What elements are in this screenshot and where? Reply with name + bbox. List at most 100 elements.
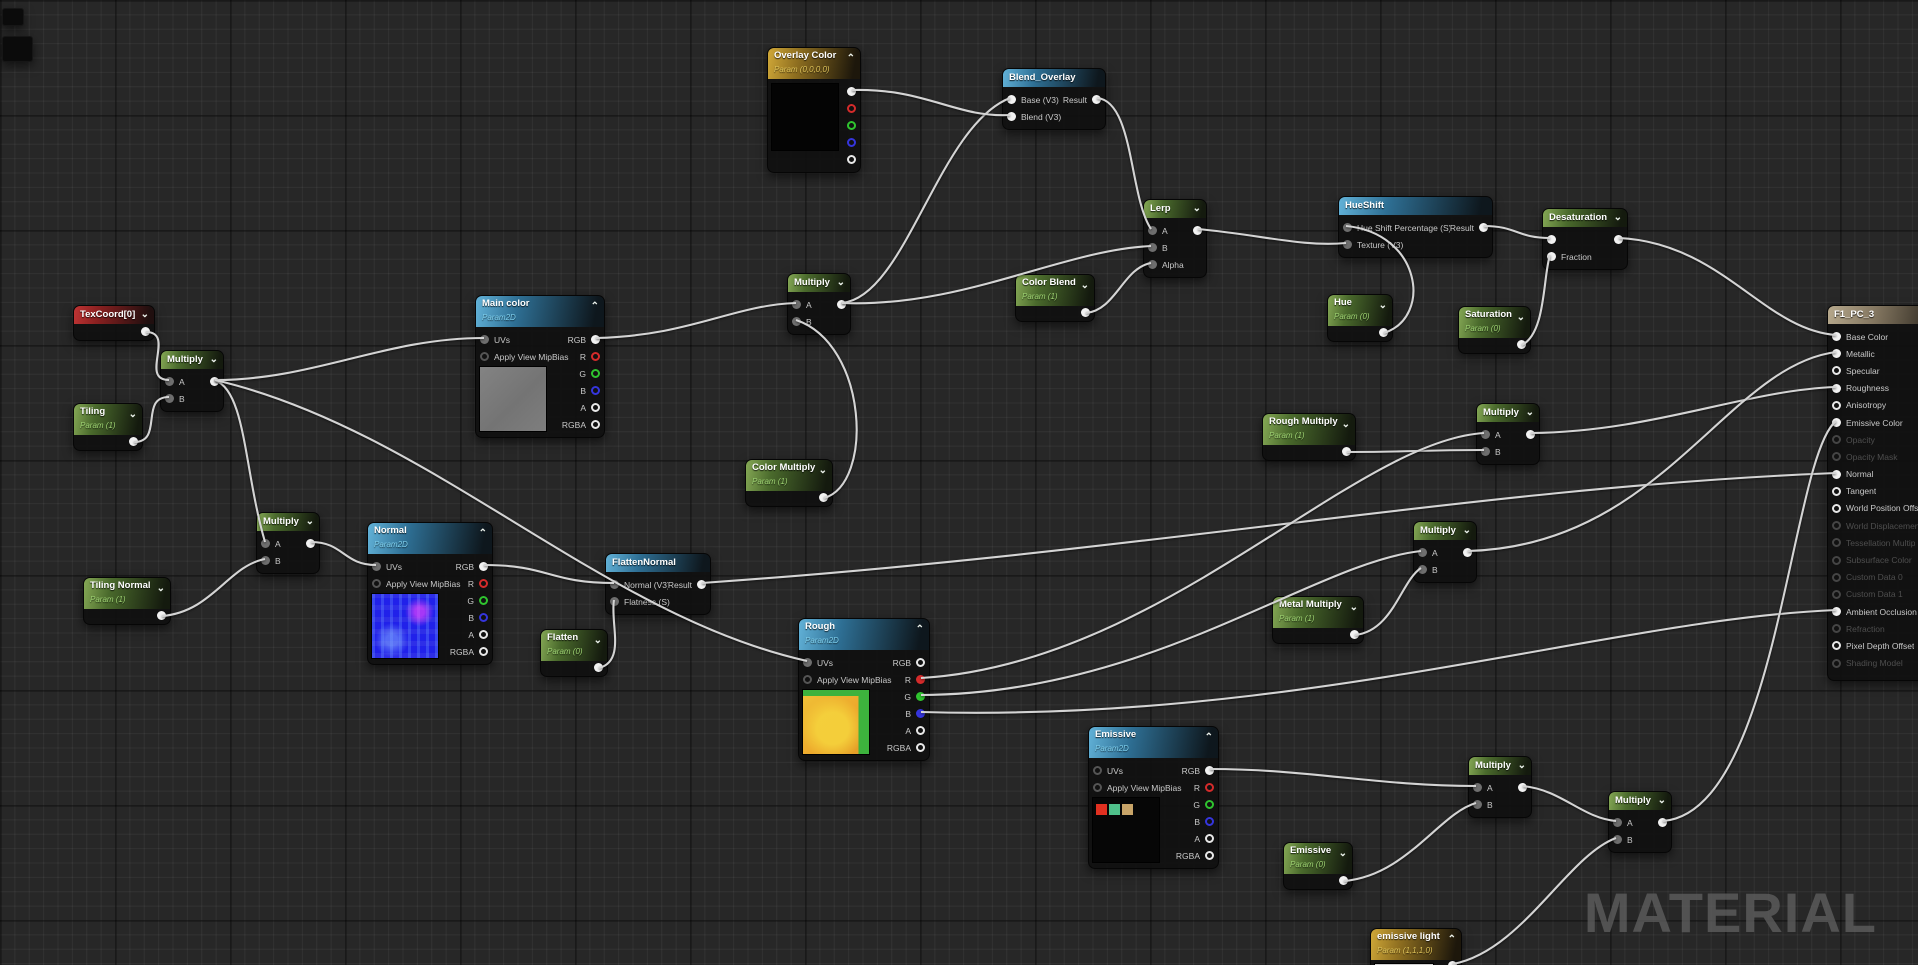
- pin-Result[interactable]: [1479, 223, 1488, 232]
- chevron-down-icon[interactable]: ⌄: [1338, 848, 1347, 859]
- chevron-up-icon[interactable]: ⌃: [846, 53, 855, 64]
- pin-B[interactable]: [1481, 447, 1490, 456]
- node-header[interactable]: Blend_Overlay: [1003, 69, 1105, 87]
- pin-out[interactable]: [1379, 328, 1388, 337]
- chevron-up-icon[interactable]: ⌃: [1204, 732, 1213, 743]
- pin-Apply View MipBias[interactable]: [803, 675, 812, 684]
- chevron-down-icon[interactable]: ⌄: [1080, 280, 1089, 291]
- pin-A[interactable]: [261, 539, 270, 548]
- chevron-down-icon[interactable]: ⌄: [593, 635, 602, 646]
- pin-B[interactable]: [591, 386, 600, 395]
- pin-World Displacemen[interactable]: [1832, 521, 1841, 531]
- pin-Apply View MipBias[interactable]: [1093, 783, 1102, 792]
- pin-out[interactable]: [129, 437, 138, 446]
- chevron-down-icon[interactable]: ⌄: [1378, 300, 1387, 311]
- pin-Apply View MipBias[interactable]: [372, 579, 381, 588]
- pin-out[interactable]: [847, 104, 856, 113]
- pin-G[interactable]: [1205, 800, 1214, 809]
- pin-A[interactable]: [916, 726, 925, 735]
- pin-UVs[interactable]: [372, 562, 381, 571]
- pin-Tangent[interactable]: [1832, 486, 1841, 496]
- pin-B[interactable]: [1148, 243, 1157, 252]
- pin-RGB[interactable]: [1205, 766, 1214, 775]
- chevron-down-icon[interactable]: ⌄: [1517, 760, 1526, 771]
- pin-Opacity[interactable]: [1832, 435, 1841, 445]
- node-header[interactable]: Multiply⌄: [1477, 404, 1539, 422]
- pin-out[interactable]: [1526, 430, 1535, 439]
- chevron-down-icon[interactable]: ⌄: [209, 354, 218, 365]
- pin-R[interactable]: [1205, 783, 1214, 792]
- chevron-down-icon[interactable]: ⌄: [1516, 312, 1525, 323]
- pin-A[interactable]: [1418, 548, 1427, 557]
- pin-Texture (V3)[interactable]: [1343, 240, 1352, 249]
- pin-out[interactable]: [1463, 548, 1472, 557]
- pin-out[interactable]: [819, 493, 828, 502]
- pin-Metallic[interactable]: [1832, 349, 1841, 359]
- chevron-down-icon[interactable]: ⌄: [1613, 212, 1622, 223]
- chevron-up-icon[interactable]: ⌃: [590, 301, 599, 312]
- node-header[interactable]: F1_PC_3: [1828, 306, 1918, 324]
- pin-out[interactable]: [1517, 340, 1526, 349]
- pin-out[interactable]: [1339, 876, 1348, 885]
- chevron-down-icon[interactable]: ⌄: [305, 516, 314, 527]
- pin-RGB[interactable]: [591, 335, 600, 344]
- pin-World Position Offs[interactable]: [1832, 503, 1841, 513]
- chevron-up-icon[interactable]: ⌃: [478, 528, 487, 539]
- pin-Custom Data 0[interactable]: [1832, 572, 1841, 582]
- pin-Opacity Mask[interactable]: [1832, 452, 1841, 462]
- pin-RGB[interactable]: [479, 562, 488, 571]
- pin-out[interactable]: [847, 121, 856, 130]
- pin-out[interactable]: [1342, 447, 1351, 456]
- pin-Blend (V3)[interactable]: [1007, 112, 1016, 121]
- node-header[interactable]: Lerp⌄: [1144, 200, 1206, 218]
- chevron-down-icon[interactable]: ⌄: [1462, 525, 1471, 536]
- pin-RGBA[interactable]: [1205, 851, 1214, 860]
- pin-out[interactable]: [1518, 783, 1527, 792]
- node-header[interactable]: FlattenNormal: [606, 554, 710, 572]
- chevron-down-icon[interactable]: ⌄: [1657, 795, 1666, 806]
- chevron-down-icon[interactable]: ⌄: [818, 465, 827, 476]
- chevron-down-icon[interactable]: ⌄: [1341, 419, 1350, 430]
- pin-Hue Shift Percentage (S)[interactable]: [1343, 223, 1352, 232]
- pin-out[interactable]: [306, 539, 315, 548]
- chevron-down-icon[interactable]: ⌄: [128, 409, 137, 420]
- pin-Specular[interactable]: [1832, 366, 1841, 376]
- node-header[interactable]: Multiply⌄: [257, 513, 319, 531]
- chevron-down-icon[interactable]: ⌄: [836, 277, 845, 288]
- pin-Normal[interactable]: [1832, 469, 1841, 479]
- pin-A[interactable]: [1205, 834, 1214, 843]
- node-header[interactable]: TexCoord[0]⌄: [74, 306, 154, 324]
- pin-B[interactable]: [1205, 817, 1214, 826]
- pin-RGBA[interactable]: [591, 420, 600, 429]
- node-header[interactable]: Multiply⌄: [1469, 757, 1531, 775]
- pin-B[interactable]: [1473, 800, 1482, 809]
- pin-Shading Model[interactable]: [1832, 658, 1841, 668]
- pin-Fraction[interactable]: [1547, 252, 1556, 261]
- node-header[interactable]: HueShift: [1339, 197, 1492, 215]
- pin-R[interactable]: [479, 579, 488, 588]
- pin-B[interactable]: [261, 556, 270, 565]
- pin-UVs[interactable]: [803, 658, 812, 667]
